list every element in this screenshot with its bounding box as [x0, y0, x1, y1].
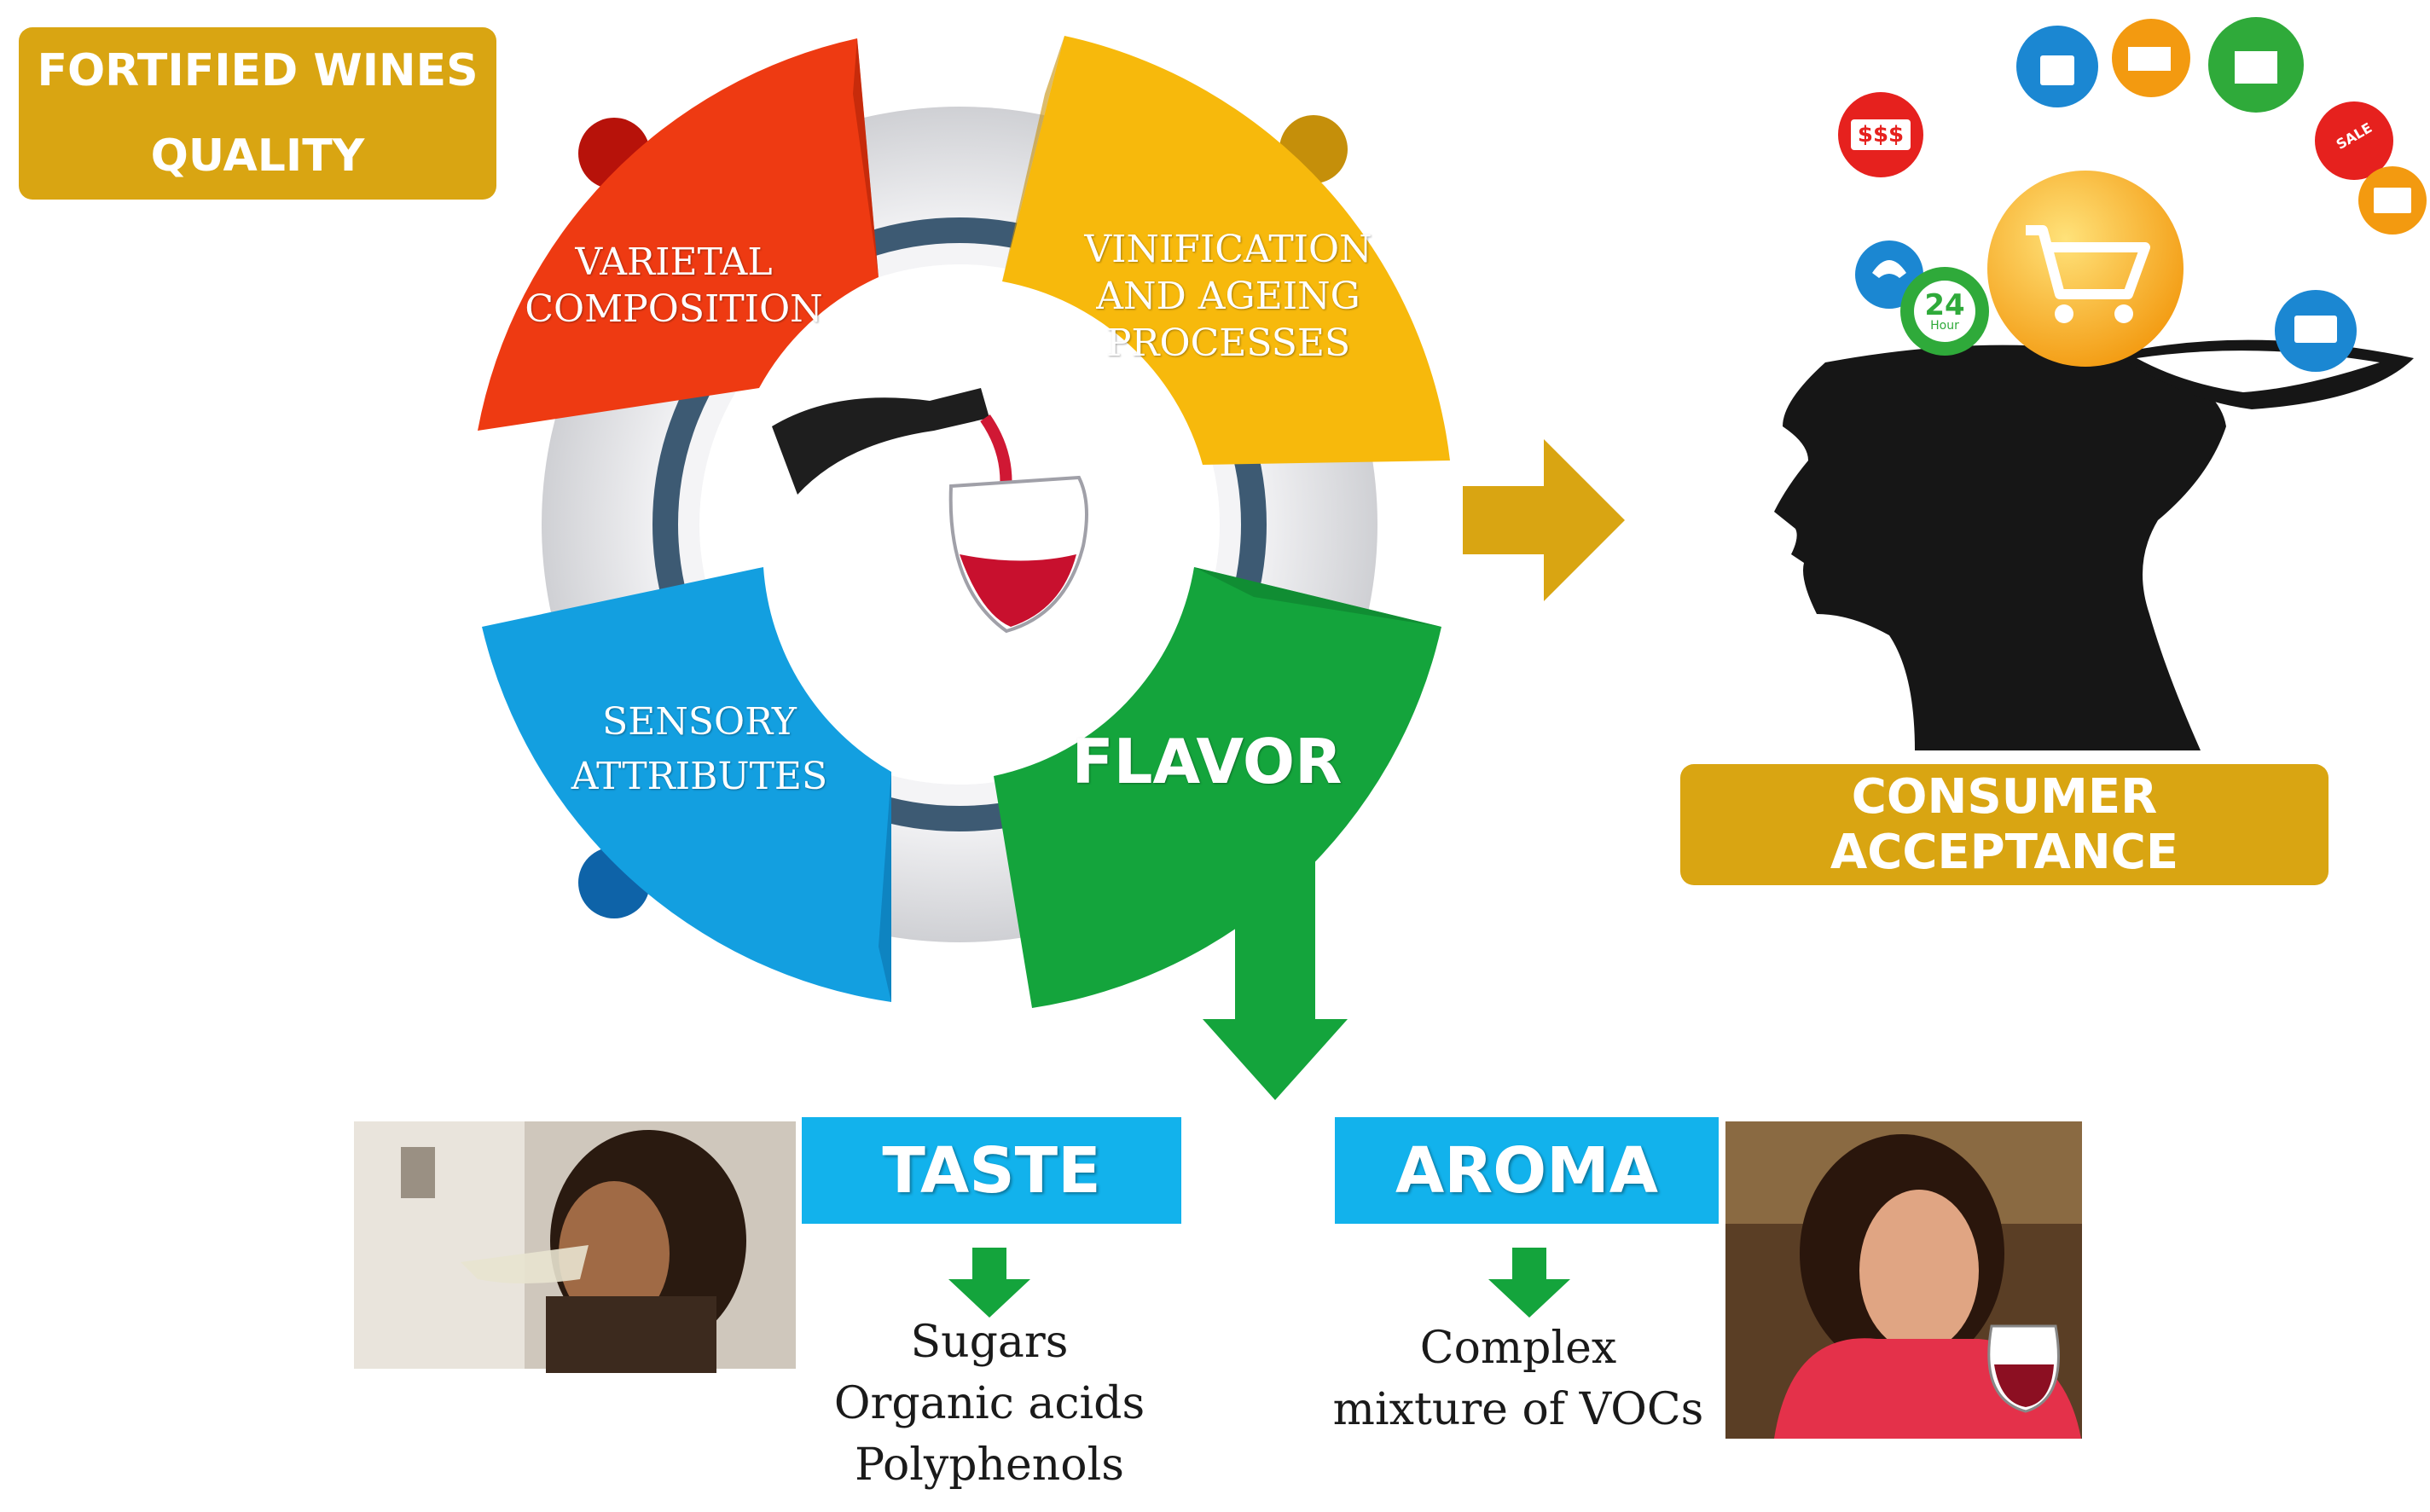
title-line-2: QUALITY [150, 130, 365, 182]
vinification-line-2: AND AGEING [1096, 275, 1360, 318]
label-sensory-attributes: SENSORY ATTRIBUTES [529, 695, 870, 804]
aroma-item-complex: Complex [1419, 1323, 1617, 1374]
segment-vinification [1002, 36, 1450, 465]
arrow-to-consumer [1463, 439, 1625, 601]
taste-item-sugars: Sugars [910, 1317, 1069, 1368]
aroma-label: AROMA [1395, 1133, 1659, 1208]
taste-box: TASTE [802, 1117, 1181, 1224]
price-label: $$$ [1857, 122, 1905, 148]
arrow-taste-down [948, 1248, 1030, 1318]
hours-sub-label: Hour [1930, 319, 1959, 333]
segment-gold-fold [1002, 36, 1064, 281]
label-flavor: FLAVOR [1045, 723, 1369, 800]
hours-label: 24 [1924, 288, 1965, 322]
sensory-line-2: ATTRIBUTES [571, 755, 828, 798]
consumer-head-silhouette [1774, 339, 2414, 750]
aroma-list: Complex mixture of VOCs [1309, 1318, 1727, 1440]
shopping-icon-cloud [1838, 17, 2427, 372]
vinification-line-1: VINIFICATION [1084, 228, 1372, 271]
title-line-1: FORTIFIED WINES [37, 45, 478, 96]
taste-photo [354, 1121, 796, 1373]
varietal-line-1: VARIETAL [575, 240, 773, 284]
segment-flavor [994, 567, 1441, 1008]
shopping-cart-icon [2026, 225, 2150, 299]
sale-tag-icon [2315, 101, 2393, 180]
taste-item-organic-acids: Organic acids [833, 1378, 1145, 1429]
varietal-line-2: COMPOSITION [525, 287, 823, 331]
wheel [478, 36, 1450, 1008]
fortified-wines-quality-badge: FORTIFIED WINES QUALITY [19, 27, 496, 200]
price-tag-icon [1851, 119, 1911, 150]
aroma-item-mixture: mixture of VOCs [1332, 1384, 1704, 1435]
consumer-acceptance-badge: CONSUMER ACCEPTANCE [1680, 764, 2329, 885]
sensory-line-1: SENSORY [602, 700, 797, 744]
taste-list: Sugars Organic acids Polyphenols [785, 1312, 1194, 1496]
label-vinification: VINIFICATION AND AGEING PROCESSES [1062, 226, 1395, 367]
aroma-box: AROMA [1335, 1117, 1719, 1224]
wine-pour-icon [772, 388, 1088, 634]
segment-red-fold [853, 38, 879, 277]
segment-blue-fold [879, 772, 891, 1002]
consumer-acceptance-label: CONSUMER ACCEPTANCE [1830, 769, 2179, 880]
arrow-flavor-down [1203, 853, 1348, 1100]
vinification-line-3: PROCESSES [1105, 322, 1351, 365]
aroma-photo [1725, 1121, 2082, 1439]
segment-varietal-composition [478, 38, 879, 431]
taste-label: TASTE [882, 1133, 1101, 1208]
segment-sensory-attributes [482, 567, 891, 1002]
label-varietal-composition: VARIETAL COMPOSITION [512, 239, 836, 333]
arrow-aroma-down [1488, 1248, 1570, 1318]
taste-item-polyphenols: Polyphenols [855, 1440, 1124, 1491]
wheel-track-ring [652, 217, 1267, 831]
shopping-cart-bubble [1987, 171, 2184, 367]
segment-green-fold [1194, 567, 1441, 627]
flavor-line-1: FLAVOR [1071, 726, 1343, 797]
